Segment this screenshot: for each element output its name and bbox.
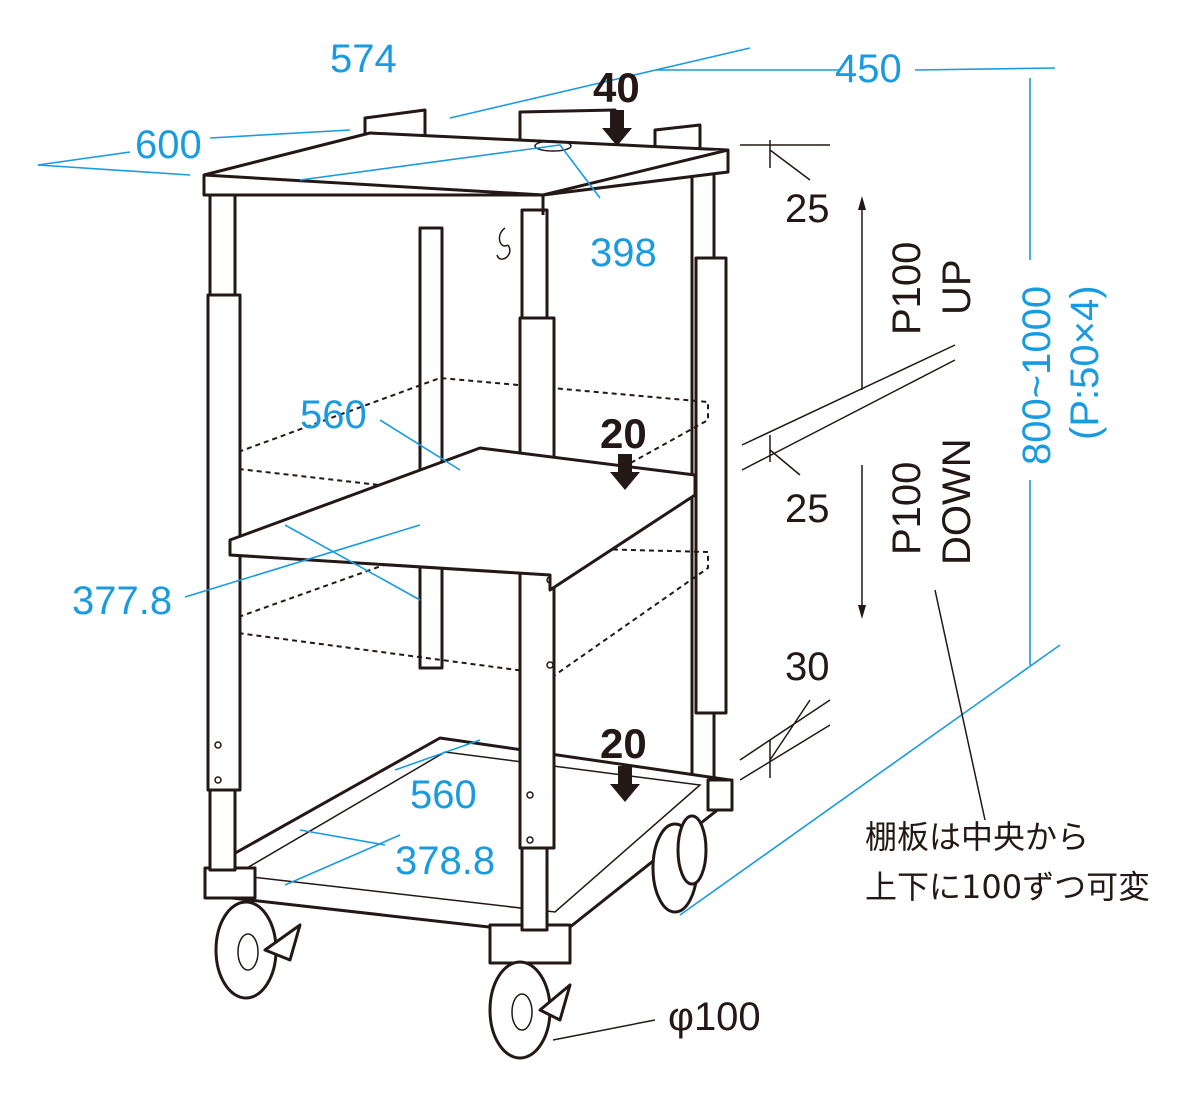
dim-top-thickness: 25 — [785, 187, 830, 231]
bottom-load-label: 20 — [600, 720, 647, 767]
top-load-label: 40 — [593, 64, 640, 111]
middle-shelf — [228, 446, 697, 592]
dim-bottom-depth: 378.8 — [395, 839, 495, 883]
adjust-up-pitch: P100 — [885, 242, 929, 335]
dim-top-inner-depth: 398 — [590, 231, 657, 275]
dim-height-range: 800~1000 — [1015, 286, 1059, 465]
casters — [214, 814, 708, 1060]
dim-bottom-thickness: 30 — [785, 645, 830, 689]
dim-caster-diameter: φ100 — [668, 995, 761, 1039]
note-line-1: 棚板は中央から — [865, 818, 1089, 856]
adjust-down-label: DOWN — [935, 438, 979, 565]
dim-mid-shelf-width: 560 — [300, 393, 367, 437]
dim-mid-shelf-thickness: 25 — [785, 487, 830, 531]
dim-overall-width: 600 — [135, 123, 202, 167]
note-line-2: 上下に100ずつ可変 — [865, 868, 1150, 906]
top-plate — [202, 108, 730, 260]
dim-bottom-width: 560 — [410, 773, 477, 817]
adjust-up-label: UP — [935, 259, 979, 315]
dim-height-pitch: (P:50×4) — [1063, 285, 1107, 440]
dimension-lines — [37, 47, 1061, 1041]
dim-depth: 450 — [835, 47, 902, 91]
adjust-down-pitch: P100 — [885, 462, 929, 555]
dim-mid-shelf-depth: 377.8 — [72, 579, 172, 623]
load-arrows — [602, 110, 640, 802]
mid-shelf-load-label: 20 — [600, 410, 647, 457]
dim-top-width: 574 — [330, 37, 397, 81]
